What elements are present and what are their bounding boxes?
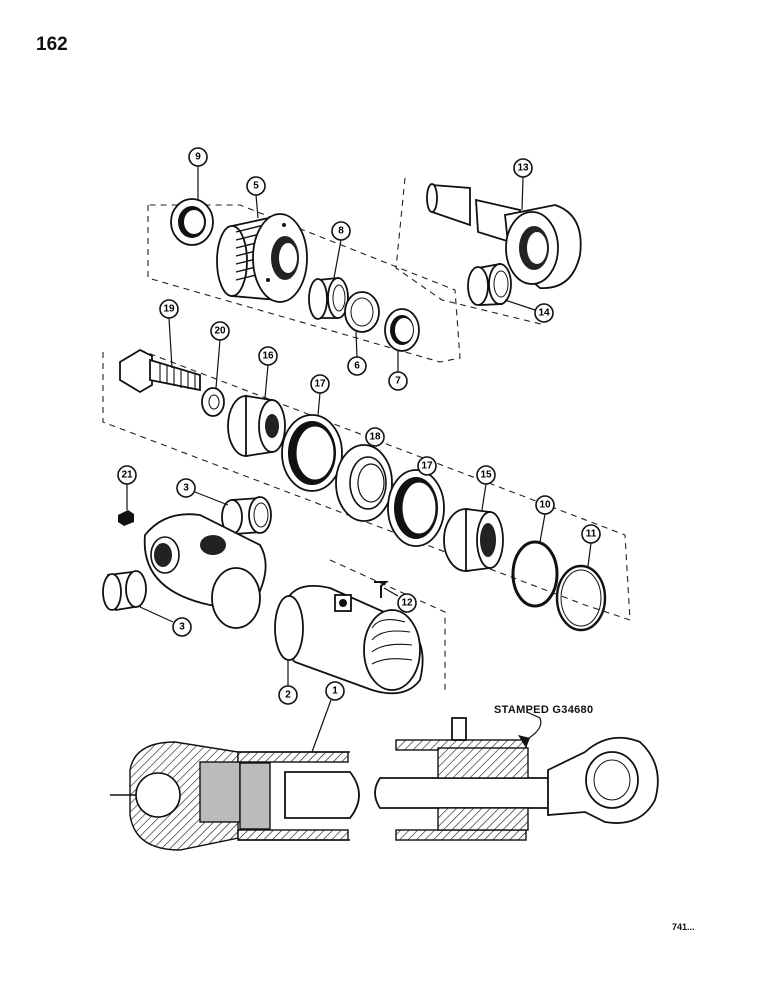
bolt-part-19 [119,348,201,394]
callout-17-a: 17 [310,374,330,394]
callout-10: 10 [535,495,555,515]
callout-18-label: 18 [369,432,381,443]
callout-17-b-label: 17 [421,461,433,472]
callout-10-label: 10 [539,500,551,511]
callout-19: 19 [159,299,179,319]
bushing-part-14 [467,262,512,306]
callout-1-label: 1 [332,686,338,697]
callout-17-b: 17 [417,456,437,476]
grease-fitting-part-21 [118,510,134,526]
callout-17-a-label: 17 [314,379,326,390]
callout-6-label: 6 [354,361,360,372]
callout-20: 20 [210,321,230,341]
callout-8: 8 [331,221,351,241]
o-ring-part-10 [511,540,559,608]
callout-11: 11 [581,524,601,544]
callout-14: 14 [534,303,554,323]
callout-16-label: 16 [262,351,274,362]
piston-seal-part-17-a [281,414,343,492]
callout-11-label: 11 [586,529,597,540]
callout-7-label: 7 [395,376,401,387]
screw-part-12 [374,581,389,598]
callout-21: 21 [117,465,137,485]
callout-12: 12 [397,593,417,613]
callout-14-label: 14 [538,308,550,319]
callout-6: 6 [347,356,367,376]
callout-16: 16 [258,346,278,366]
base-end-clevis [143,513,267,629]
barrel-part-2 [274,584,424,695]
callout-3-upper-label: 3 [183,483,189,494]
callout-13: 13 [513,158,533,178]
group-outline-head [147,204,461,363]
group-outline-rod-end [395,177,546,326]
callout-20-label: 20 [214,326,226,337]
callout-18: 18 [365,427,385,447]
seal-ring-part-9 [170,198,214,246]
group-outline-barrel [329,559,446,690]
backup-ring-part-11 [555,564,607,632]
callout-5: 5 [246,176,266,196]
callout-1: 1 [325,681,345,701]
piston-nut-part-16 [227,394,286,458]
bushing-part-3-lower [102,570,147,612]
callout-9: 9 [188,147,208,167]
reference-code: 741... [672,922,695,932]
bushing-part-8 [308,277,349,320]
piston-seal-part-17-b [387,469,445,547]
head-gland-part-5 [216,213,308,303]
callout-21-label: 21 [121,470,133,481]
callout-5-label: 5 [253,181,259,192]
callout-8-label: 8 [338,226,344,237]
callout-13-label: 13 [517,163,529,174]
callout-7: 7 [388,371,408,391]
callout-19-label: 19 [163,304,175,315]
callout-2-label: 2 [285,690,291,701]
callout-12-label: 12 [401,598,413,609]
callout-15: 15 [476,465,496,485]
page-number: 162 [36,34,68,55]
callout-9-label: 9 [195,152,201,163]
stamp-label: STAMPED G34680 [494,704,594,716]
rod-eye-part-13 [426,183,582,289]
piston-ring-part-15 [443,507,504,573]
callout-3-lower: 3 [172,617,192,637]
callout-15-label: 15 [480,470,492,481]
leader-lines [126,166,592,753]
bushing-part-3-upper [221,496,272,535]
washer-part-20 [201,387,225,417]
piston-part-18 [335,444,393,522]
cylinder-assembly-section-part-1 [110,717,659,851]
seal-part-7 [384,308,420,352]
callout-2: 2 [278,685,298,705]
callout-3-lower-label: 3 [179,622,185,633]
wiper-ring-part-6 [344,291,380,333]
callout-3-upper: 3 [176,478,196,498]
